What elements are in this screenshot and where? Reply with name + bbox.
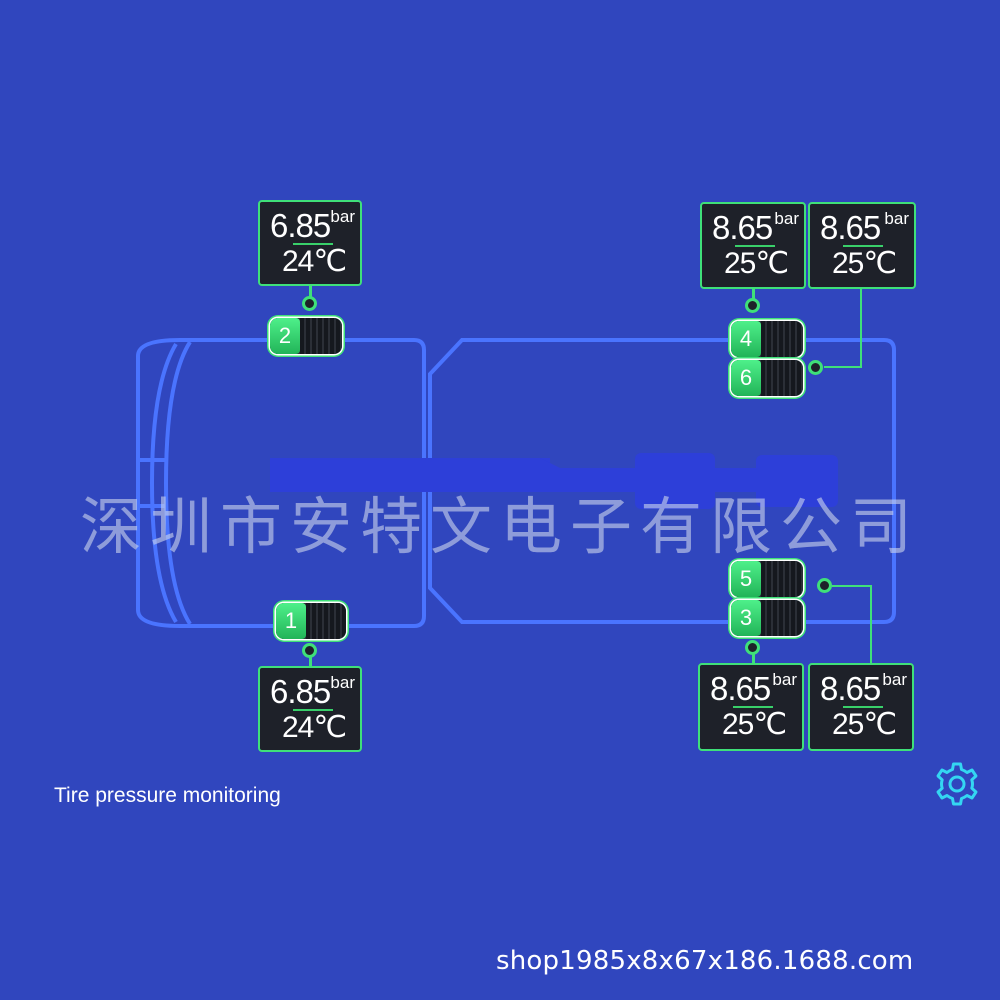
pressure-value: 6.85 (270, 207, 331, 244)
divider (733, 706, 773, 708)
divider (843, 706, 883, 708)
temperature-value: 24℃ (282, 711, 347, 744)
settings-button[interactable] (932, 759, 982, 809)
pressure-unit: bar (772, 670, 797, 689)
pressure-value: 8.65 (712, 209, 773, 246)
tire-number: 5 (731, 561, 761, 597)
tire-number: 4 (731, 321, 761, 357)
tire-number: 6 (731, 360, 761, 396)
wire-t6-h (824, 366, 862, 368)
temperature-value: 25℃ (832, 708, 897, 741)
temperature-value: 25℃ (724, 247, 789, 280)
pressure-value: 6.85 (270, 673, 331, 710)
sensor-node-t3 (745, 640, 760, 655)
tire-6[interactable]: 6 (731, 360, 803, 396)
pressure-value: 8.65 (710, 670, 771, 707)
tire-number: 2 (270, 318, 300, 354)
tire-number: 1 (276, 603, 306, 639)
divider (735, 245, 775, 247)
reading-card-t3[interactable]: 8.65 bar 25℃ (698, 663, 804, 751)
divider (843, 245, 883, 247)
wire-t2 (309, 284, 312, 302)
divider (293, 709, 333, 711)
pressure-value: 8.65 (820, 209, 881, 246)
pressure-unit: bar (774, 209, 799, 228)
tire-4[interactable]: 4 (731, 321, 803, 357)
tire-2[interactable]: 2 (270, 318, 342, 354)
reading-card-t2[interactable]: 6.85 bar 24℃ (258, 200, 362, 286)
temperature-value: 25℃ (722, 708, 787, 741)
reading-card-t1[interactable]: 6.85 bar 24℃ (258, 666, 362, 752)
pressure-unit: bar (330, 207, 355, 226)
tire-3[interactable]: 3 (731, 600, 803, 636)
pressure-unit: bar (884, 209, 909, 228)
reading-card-t5[interactable]: 8.65 bar 25℃ (808, 663, 914, 751)
pressure-unit: bar (882, 670, 907, 689)
sensor-node-t5 (817, 578, 832, 593)
wire-t5-h (832, 585, 872, 587)
page-title: Tire pressure monitoring (54, 784, 281, 807)
tire-number: 3 (731, 600, 761, 636)
temperature-value: 25℃ (832, 247, 897, 280)
shop-url: shop1985x8x67x186.1688.com (496, 946, 914, 976)
pressure-unit: bar (330, 673, 355, 692)
gear-icon (936, 762, 978, 806)
reading-card-t4[interactable]: 8.65 bar 25℃ (700, 202, 806, 289)
company-watermark: 深圳市安特文电子有限公司 (80, 490, 921, 563)
sensor-node-t1 (302, 643, 317, 658)
reading-card-t6[interactable]: 8.65 bar 25℃ (808, 202, 916, 289)
wire-t5-v (870, 585, 872, 665)
tire-1[interactable]: 1 (276, 603, 346, 639)
wire-t3 (752, 652, 755, 664)
sensor-node-t4 (745, 298, 760, 313)
wire-t6-v (860, 288, 862, 368)
tire-5[interactable]: 5 (731, 561, 803, 597)
sensor-node-t2 (302, 296, 317, 311)
wire-t1 (309, 655, 312, 667)
temperature-value: 24℃ (282, 245, 347, 278)
wire-t4 (752, 288, 755, 302)
sensor-node-t6 (808, 360, 823, 375)
pressure-value: 8.65 (820, 670, 881, 707)
divider (293, 243, 333, 245)
